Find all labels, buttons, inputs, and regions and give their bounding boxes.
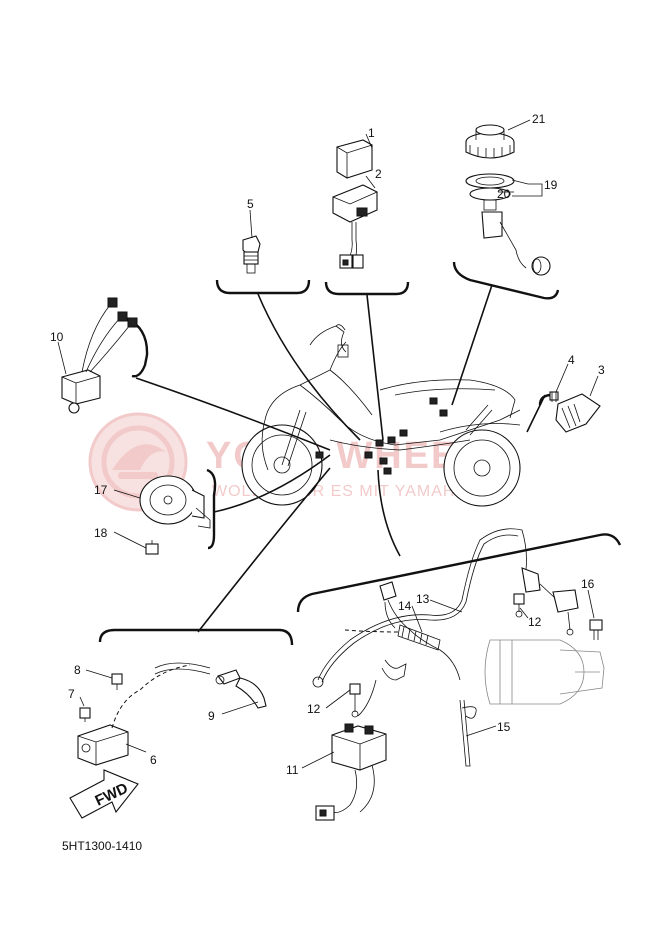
- ignition-coil-part-6: [77, 662, 211, 766]
- cable-part-13: [312, 528, 579, 688]
- callout-leaders: [57, 119, 599, 769]
- cable-tie-part-15: [459, 699, 477, 767]
- callout-12-left: 12: [307, 702, 321, 716]
- callout-20: 20: [497, 187, 511, 201]
- callout-18: 18: [94, 526, 108, 540]
- bolt-part-12-left: [349, 683, 361, 718]
- bolt-part-18: [145, 540, 159, 555]
- callout-17: 17: [94, 483, 108, 497]
- callout-3: 3: [598, 363, 605, 377]
- bolt-part-12-right: [513, 593, 525, 618]
- fuel-sender-cap-part-21: [465, 124, 515, 159]
- switch-part-5: [242, 235, 261, 274]
- callout-19: 19: [544, 178, 558, 192]
- callout-8: 8: [74, 663, 81, 677]
- starter-relay-part-11: [315, 723, 387, 821]
- diagram-code: 5HT1300-1410: [62, 839, 142, 853]
- fuel-sender-part-19-20: [465, 173, 551, 276]
- callout-7: 7: [68, 687, 75, 701]
- horn-part-17: [139, 475, 211, 529]
- callout-14: 14: [398, 599, 412, 613]
- screw-part-4: [549, 391, 559, 402]
- callout-13: 13: [416, 592, 430, 606]
- relay-part-1: [336, 139, 373, 179]
- callout-12-right: 12: [528, 615, 542, 629]
- starter-motor: [484, 639, 605, 705]
- bolt-part-16: [589, 619, 603, 640]
- plug-cap-part-9: [215, 669, 267, 709]
- callout-21: 21: [532, 112, 546, 126]
- callout-2: 2: [375, 167, 382, 181]
- relay-bracket-part-2: [332, 184, 378, 269]
- flasher-part-3: [555, 393, 601, 433]
- bolt-part-8: [111, 673, 123, 690]
- callout-15: 15: [497, 720, 511, 734]
- bolt-part-7: [79, 707, 91, 722]
- rectifier-part-10: [61, 297, 138, 414]
- callout-labels: 1 2 3 4 5 6 7 8 9 10 11 12 12 13 14 15 1…: [50, 112, 605, 777]
- callout-6: 6: [150, 753, 157, 767]
- scooter-outline: [241, 324, 521, 507]
- callout-4: 4: [568, 353, 575, 367]
- callout-11: 11: [286, 763, 299, 777]
- callout-1: 1: [368, 126, 375, 140]
- callout-16: 16: [581, 577, 595, 591]
- fwd-arrow: FWD: [69, 769, 139, 819]
- group-brackets: [98, 261, 622, 646]
- callout-9: 9: [208, 709, 215, 723]
- callout-5: 5: [247, 197, 254, 211]
- harness-part-14: [344, 581, 461, 717]
- callout-10: 10: [50, 330, 64, 344]
